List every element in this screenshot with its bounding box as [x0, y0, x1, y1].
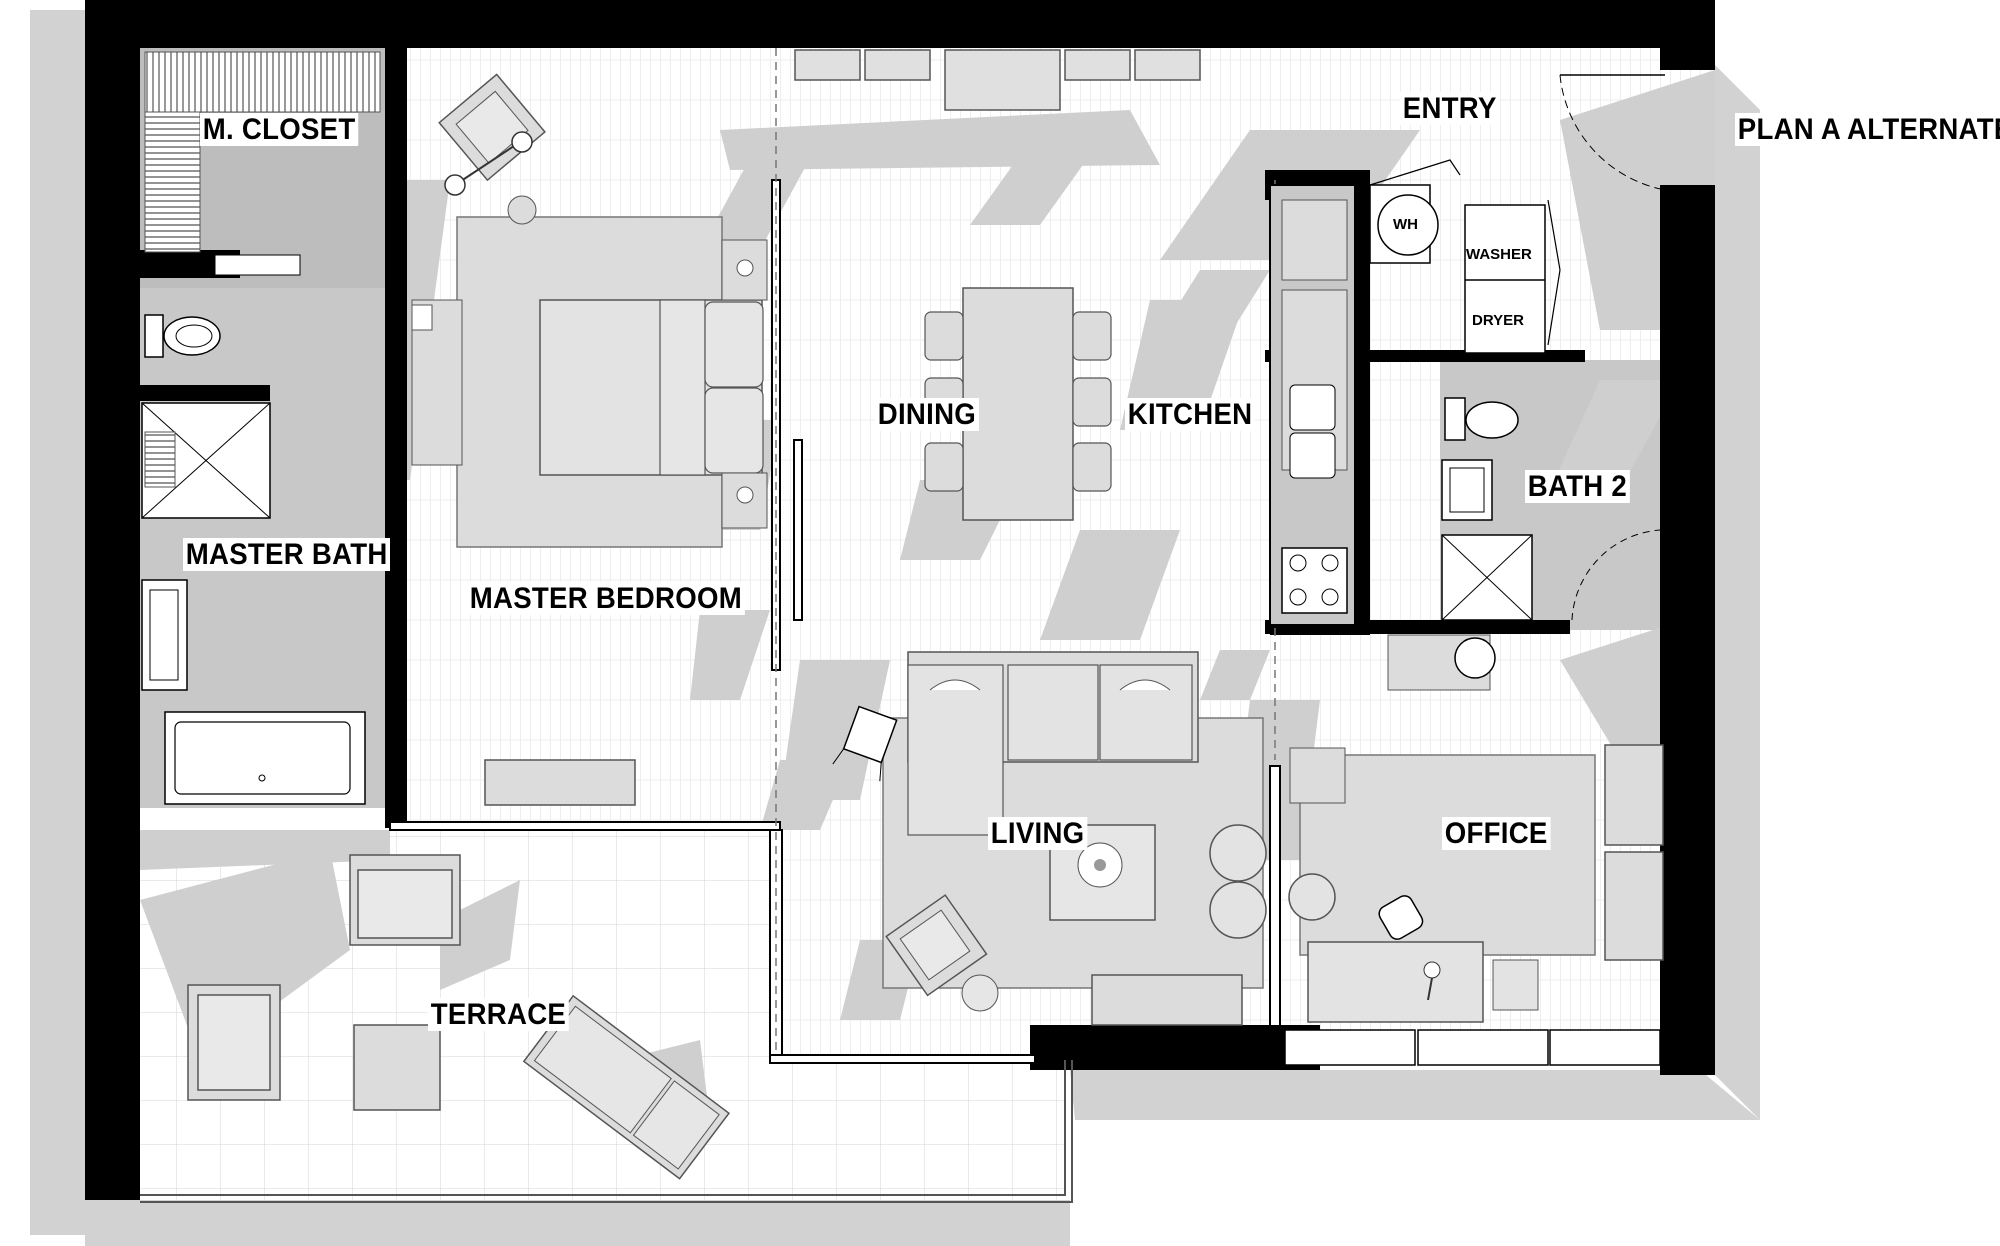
- terrace-table-icon: [353, 1024, 441, 1111]
- laundry-closet: [1369, 159, 1561, 354]
- closet-rod-top: [144, 51, 381, 113]
- label-master-bath: MASTER BATH: [183, 538, 391, 572]
- building-shadow: [30, 10, 1760, 1246]
- bathtub-icon: [164, 711, 366, 805]
- desk-chair-icon: [1378, 895, 1424, 940]
- top-windows: [794, 49, 1201, 111]
- side-table-icon: [961, 974, 999, 1012]
- toilet-2-icon: [1444, 397, 1519, 441]
- vanity-icon: [141, 579, 188, 691]
- desk-icon: [1307, 941, 1484, 1023]
- side-chair-icon: [885, 894, 988, 997]
- label-dryer: DRYER: [1472, 312, 1524, 329]
- toilet-icon: [144, 314, 221, 358]
- label-water-heater: WH: [1393, 216, 1418, 233]
- bed-icon: [456, 216, 764, 548]
- entry-door-swing: [1559, 74, 1666, 191]
- office-box-icon: [1492, 959, 1539, 1011]
- bench-end-icon: [411, 304, 433, 331]
- lounge-chair-icon: [522, 994, 730, 1180]
- terrace-floor-2: [770, 1058, 1065, 1200]
- office-stool-icon: [1288, 873, 1336, 921]
- label-m-closet: M. CLOSET: [200, 113, 359, 147]
- dining-table-icon: [962, 287, 1074, 521]
- label-terrace: TERRACE: [428, 998, 569, 1032]
- dining-chair-icon: [924, 311, 1112, 492]
- label-kitchen: KITCHEN: [1125, 398, 1256, 432]
- terrace-chair-icon: [187, 854, 461, 1101]
- label-entry: ENTRY: [1400, 92, 1500, 126]
- cooktop-icon: [1281, 547, 1348, 614]
- powder-sink-icon: [1387, 634, 1496, 691]
- plan-title: PLAN A ALTERNATE: [1735, 113, 2000, 147]
- label-washer: WASHER: [1466, 246, 1532, 263]
- bath2-door-swing: [1571, 529, 1661, 621]
- shower-icon: [141, 402, 271, 519]
- closet-rod-side: [144, 111, 201, 253]
- label-office: OFFICE: [1442, 817, 1551, 851]
- label-bath-2: BATH 2: [1525, 470, 1630, 504]
- folding-chair-icon: [832, 705, 898, 782]
- label-dining: DINING: [875, 398, 979, 432]
- sink-icon: [1289, 384, 1336, 479]
- armchair-icon: [438, 73, 546, 182]
- bookshelf-icon: [1604, 744, 1664, 961]
- office-window: [1284, 1029, 1661, 1066]
- dresser-icon: [484, 759, 636, 806]
- sofa-icon: [907, 651, 1199, 836]
- stools-icon: [1209, 824, 1267, 939]
- office-rug: [1299, 754, 1596, 956]
- shower-2-icon: [1441, 534, 1533, 621]
- office-cabinet-icon: [1289, 747, 1346, 804]
- nightstand-icon: [721, 239, 768, 529]
- closet-shelf: [214, 254, 301, 276]
- floor-lamp-icon: [444, 131, 537, 225]
- label-master-bedroom: MASTER BEDROOM: [467, 582, 745, 616]
- terrace-railing: [140, 1060, 1073, 1203]
- media-console-icon: [1091, 974, 1243, 1026]
- sink-2-icon: [1441, 459, 1493, 521]
- label-living: LIVING: [988, 817, 1088, 851]
